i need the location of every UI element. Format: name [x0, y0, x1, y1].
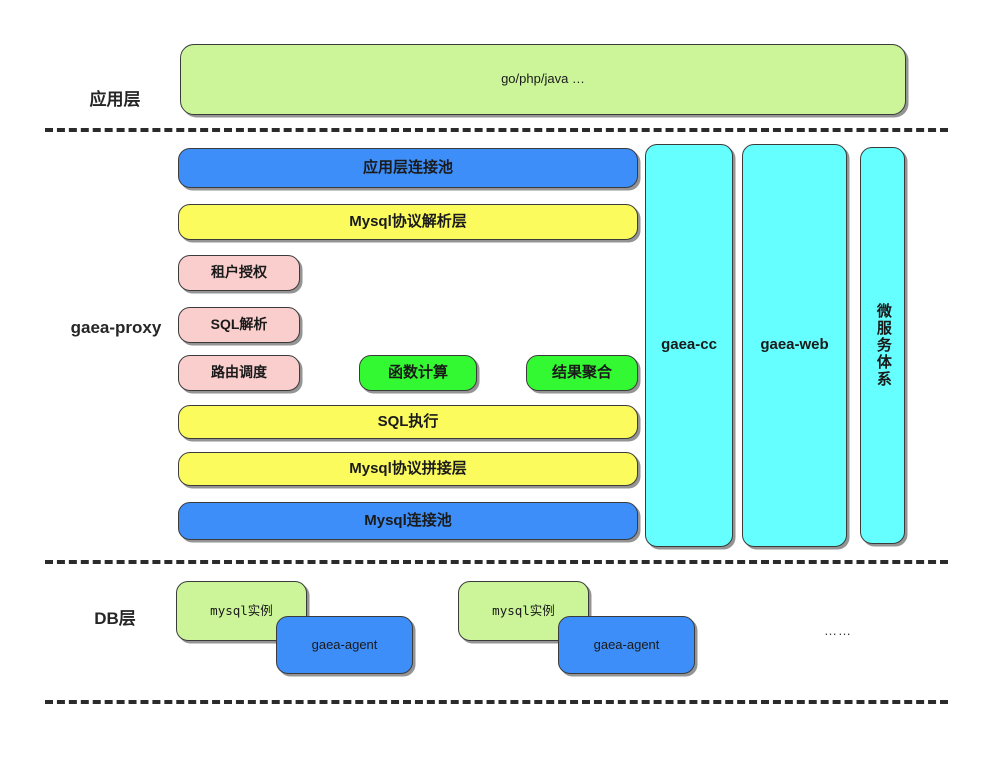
proxy-mysql-protocol-assemble[interactable]: Mysql协议拼接层: [178, 452, 638, 486]
application-layer-box[interactable]: go/php/java …: [180, 44, 906, 115]
proxy-app-connection-pool[interactable]: 应用层连接池: [178, 148, 638, 188]
db-mysql-instance-1-label: mysql实例: [210, 603, 273, 619]
divider-proxy-db: [45, 560, 948, 564]
db-mysql-instance-1[interactable]: mysql实例: [176, 581, 307, 641]
row-label-db: DB层: [94, 609, 136, 628]
row-label-gaea-proxy: gaea-proxy: [70, 318, 162, 337]
db-gaea-agent-2-label: gaea-agent: [593, 636, 660, 652]
proxy-tenant-auth[interactable]: 租户授权: [178, 255, 300, 291]
db-gaea-agent-1[interactable]: gaea-agent: [276, 616, 413, 674]
proxy-tenant-auth-label: 租户授权: [211, 264, 267, 281]
proxy-function-compute[interactable]: 函数计算: [359, 355, 477, 391]
proxy-function-compute-label: 函数计算: [387, 363, 448, 381]
proxy-mysql-protocol-parse-label: Mysql协议解析层: [349, 212, 467, 230]
proxy-mysql-connection-pool[interactable]: Mysql连接池: [178, 502, 638, 540]
column-microservice-system-label: 微服务体系: [874, 303, 892, 388]
db-gaea-agent-1-label: gaea-agent: [311, 636, 378, 652]
column-microservice-system[interactable]: 微服务体系: [860, 147, 905, 544]
db-mysql-instance-2-label: mysql实例: [492, 603, 555, 619]
proxy-route-schedule[interactable]: 路由调度: [178, 355, 300, 391]
db-more-indicator: ……: [824, 623, 852, 638]
row-label-application: 应用层: [89, 90, 141, 109]
column-gaea-cc-label: gaea-cc: [661, 336, 717, 354]
divider-db-bottom: [45, 700, 948, 704]
divider-application-proxy: [45, 128, 948, 132]
proxy-sql-parse[interactable]: SQL解析: [178, 307, 300, 343]
proxy-mysql-protocol-parse[interactable]: Mysql协议解析层: [178, 204, 638, 240]
proxy-result-aggregate[interactable]: 结果聚合: [526, 355, 638, 391]
proxy-mysql-protocol-assemble-label: Mysql协议拼接层: [349, 459, 467, 477]
proxy-route-schedule-label: 路由调度: [211, 364, 267, 381]
proxy-sql-execute-label: SQL执行: [377, 412, 439, 430]
proxy-result-aggregate-label: 结果聚合: [551, 363, 612, 381]
application-layer-text: go/php/java …: [501, 71, 585, 87]
proxy-app-connection-pool-label: 应用层连接池: [362, 158, 453, 176]
db-gaea-agent-2[interactable]: gaea-agent: [558, 616, 695, 674]
proxy-sql-parse-label: SQL解析: [210, 316, 268, 333]
column-gaea-web-label: gaea-web: [760, 336, 829, 354]
proxy-sql-execute[interactable]: SQL执行: [178, 405, 638, 439]
column-gaea-cc[interactable]: gaea-cc: [645, 144, 733, 547]
column-gaea-web[interactable]: gaea-web: [742, 144, 847, 547]
proxy-mysql-connection-pool-label: Mysql连接池: [364, 511, 452, 529]
